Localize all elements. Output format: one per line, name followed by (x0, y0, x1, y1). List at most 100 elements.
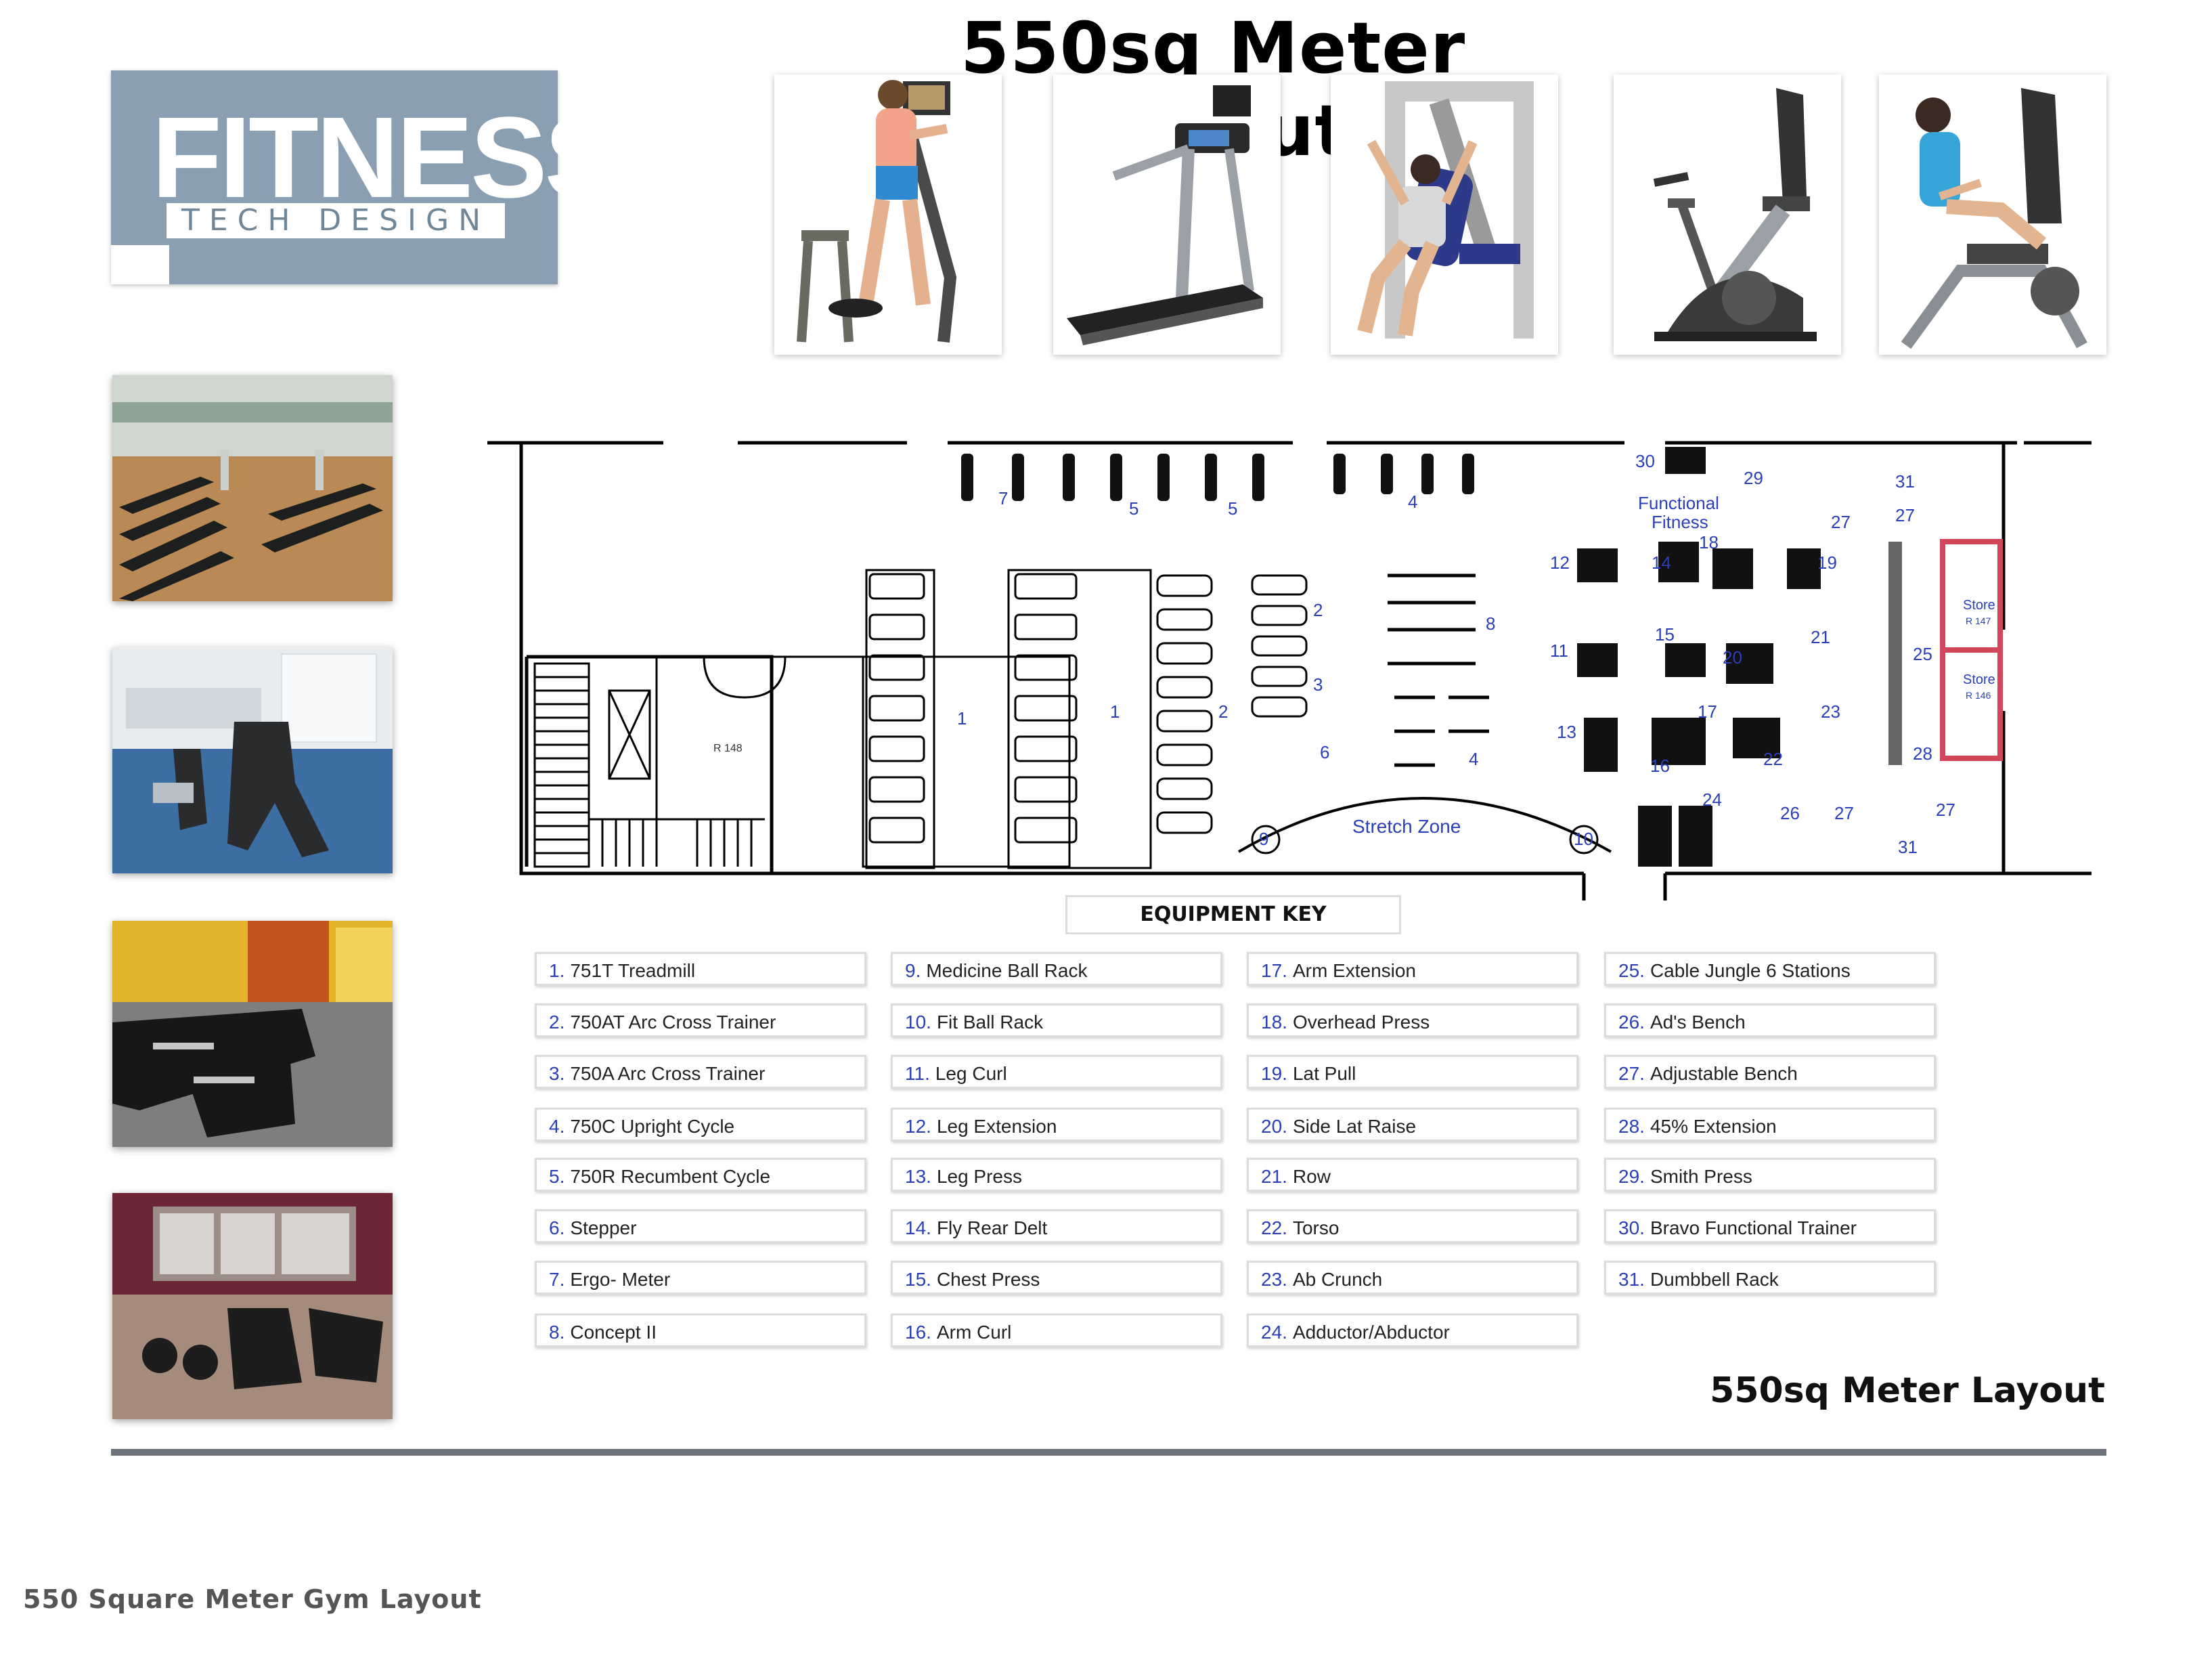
equipment-key-number: 14. (905, 1217, 931, 1238)
treadmill-group (865, 569, 1308, 869)
equipment-key-name: 750C Upright Cycle (570, 1116, 735, 1137)
recumbent-cycle-photo (1879, 74, 2106, 355)
equipment-key-name: Adjustable Bench (1650, 1063, 1798, 1084)
svg-text:27: 27 (1831, 512, 1851, 532)
equipment-key-number: 1. (549, 960, 565, 981)
logo-band (111, 245, 169, 284)
svg-text:31: 31 (1895, 471, 1915, 492)
equipment-key-name: Arm Extension (1292, 960, 1417, 981)
equipment-key-item: 24.Adductor/Abductor (1247, 1314, 1578, 1347)
equipment-key-number: 15. (905, 1269, 931, 1290)
equipment-key-name: 750R Recumbent Cycle (570, 1166, 771, 1187)
equipment-key-item: 5.750R Recumbent Cycle (535, 1158, 866, 1192)
equipment-key-name: Torso (1292, 1217, 1340, 1238)
equipment-key-number: 2. (549, 1012, 565, 1033)
equipment-key-name: Fly Rear Delt (936, 1217, 1048, 1238)
equipment-key-name: Ergo- Meter (570, 1269, 671, 1290)
cycle-group (961, 454, 1474, 501)
svg-text:3: 3 (1313, 674, 1323, 695)
equipment-key-number: 22. (1261, 1217, 1287, 1238)
svg-text:27: 27 (1834, 803, 1854, 823)
gym-photo-blue-floor (112, 647, 393, 873)
equipment-key-number: 16. (905, 1322, 931, 1343)
treadmill-icon (1067, 85, 1263, 345)
equipment-key-number: 4. (549, 1116, 565, 1137)
equipment-key-number: 27. (1618, 1063, 1645, 1084)
label-functional: Functional (1638, 493, 1719, 513)
equipment-key-name: Side Lat Raise (1292, 1116, 1417, 1137)
equipment-key-number: 13. (905, 1166, 931, 1187)
upright-cycle-icon (1653, 88, 1817, 341)
svg-text:23: 23 (1821, 701, 1840, 722)
svg-text:5: 5 (1129, 498, 1138, 519)
svg-text:24: 24 (1702, 789, 1722, 810)
label-store-2: Store (1963, 672, 1995, 687)
equipment-key-name: Concept II (570, 1322, 657, 1343)
equipment-key-item: 22.Torso (1247, 1209, 1578, 1243)
equipment-key-number: 8. (549, 1322, 565, 1343)
fitness-tech-design-logo: FITNESS TECH DESIGN (111, 70, 621, 284)
equipment-key-number: 17. (1261, 960, 1287, 981)
equipment-key-name: 751T Treadmill (570, 960, 696, 981)
treadmill-photo (1053, 74, 1281, 355)
logo-word: FITNESS (152, 93, 621, 222)
equipment-key-item: 10.Fit Ball Rack (891, 1003, 1222, 1037)
equipment-key-number: 10. (905, 1012, 931, 1033)
equipment-key-number: 7. (549, 1269, 565, 1290)
svg-text:25: 25 (1913, 644, 1932, 664)
equipment-key-name: Adductor/Abductor (1292, 1322, 1450, 1343)
equipment-key-item: 9.Medicine Ball Rack (891, 952, 1222, 986)
floor-plan-labels: Functional Fitness Stretch Zone Store R … (1352, 493, 1995, 837)
svg-text:22: 22 (1763, 749, 1783, 769)
equipment-key-item: 15.Chest Press (891, 1261, 1222, 1295)
svg-text:20: 20 (1723, 647, 1742, 668)
equipment-key-name: Ab Crunch (1292, 1269, 1383, 1290)
equipment-key-item: 29.Smith Press (1604, 1158, 1936, 1192)
equipment-key-name: 45% Extension (1650, 1116, 1777, 1137)
equipment-key-item: 18.Overhead Press (1247, 1003, 1578, 1037)
equipment-key-item: 2.750AT Arc Cross Trainer (535, 1003, 866, 1037)
equipment-key-name: Stepper (570, 1217, 637, 1238)
equipment-key-item: 7.Ergo- Meter (535, 1261, 866, 1295)
equipment-key-item: 14.Fly Rear Delt (891, 1209, 1222, 1243)
svg-text:26: 26 (1780, 803, 1800, 823)
store-rooms (1888, 539, 2003, 765)
svg-text:7: 7 (998, 488, 1008, 508)
svg-text:27: 27 (1895, 505, 1915, 525)
label-room-a: R 148 (713, 743, 743, 754)
equipment-key-item: 31.Dumbbell Rack (1604, 1261, 1936, 1295)
equipment-key-item: 16.Arm Curl (891, 1314, 1222, 1347)
equipment-key-number: 21. (1261, 1166, 1287, 1187)
svg-text:4: 4 (1469, 749, 1478, 769)
equipment-key-item: 12.Leg Extension (891, 1108, 1222, 1142)
svg-text:18: 18 (1699, 532, 1719, 552)
equipment-key-name: Leg Extension (936, 1116, 1057, 1137)
equipment-key-item: 26.Ad's Bench (1604, 1003, 1936, 1037)
svg-text:27: 27 (1936, 800, 1955, 820)
floor-plan-walls (487, 441, 2092, 900)
svg-text:4: 4 (1408, 492, 1417, 512)
equipment-key-name: 750A Arc Cross Trainer (570, 1063, 766, 1084)
equipment-key-number: 29. (1618, 1166, 1645, 1187)
equipment-key-title: EQUIPMENT KEY (1065, 895, 1401, 934)
floor-plan: Functional Fitness Stretch Zone Store R … (487, 441, 2092, 900)
equipment-key-name: Medicine Ball Rack (926, 960, 1088, 981)
equipment-key-item: 30.Bravo Functional Trainer (1604, 1209, 1936, 1243)
svg-text:10: 10 (1574, 829, 1593, 849)
label-stretch-zone: Stretch Zone (1352, 816, 1461, 837)
equipment-key-item: 19.Lat Pull (1247, 1055, 1578, 1089)
page-caption: 550 Square Meter Gym Layout (23, 1584, 482, 1614)
equipment-key-name: 750AT Arc Cross Trainer (570, 1012, 776, 1033)
equipment-key-item: 3.750A Arc Cross Trainer (535, 1055, 866, 1089)
equipment-key-number: 19. (1261, 1063, 1287, 1084)
recumbent-cycle-icon (1901, 88, 2087, 349)
equipment-key-number: 3. (549, 1063, 565, 1084)
equipment-key-item: 11.Leg Curl (891, 1055, 1222, 1089)
svg-text:15: 15 (1655, 624, 1675, 645)
svg-text:6: 6 (1320, 742, 1329, 762)
equipment-key-item: 1.751T Treadmill (535, 952, 866, 986)
equipment-key-item: 21.Row (1247, 1158, 1578, 1192)
equipment-key-item: 8.Concept II (535, 1314, 866, 1347)
svg-text:30: 30 (1635, 451, 1655, 471)
equipment-key-item: 28.45% Extension (1604, 1108, 1936, 1142)
